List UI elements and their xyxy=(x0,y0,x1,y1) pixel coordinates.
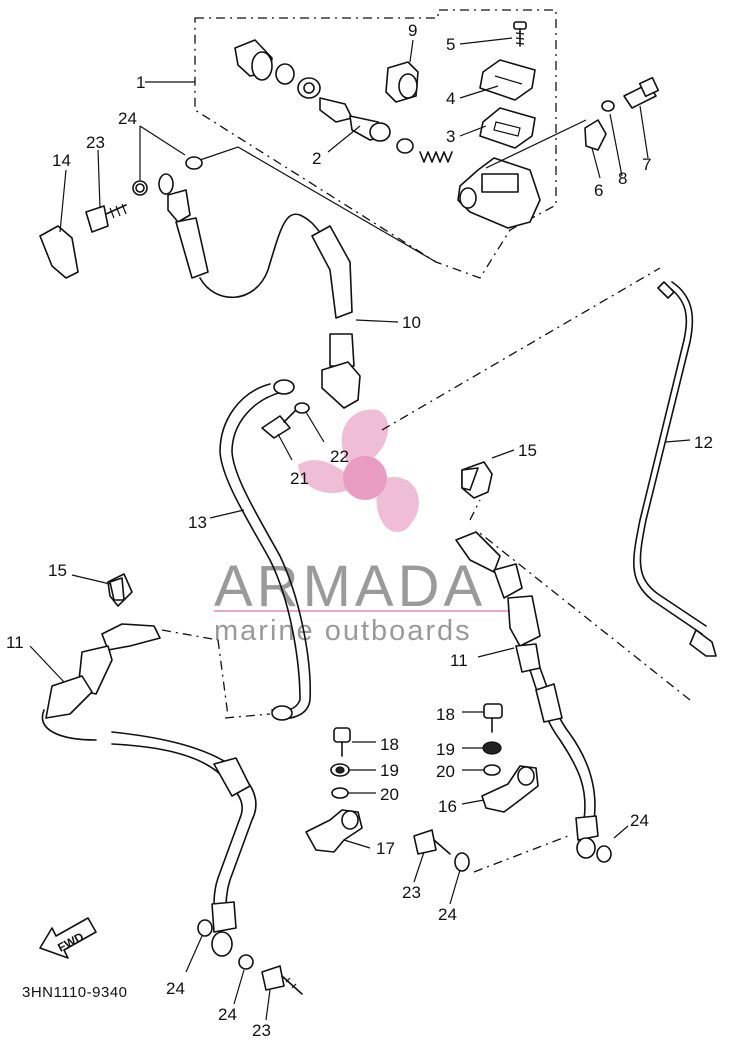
catalog-code: 3HN1110-9340 xyxy=(22,984,128,1001)
label-part-15-right: 15 xyxy=(518,441,537,460)
label-part-22: 22 xyxy=(330,447,349,466)
label-part-18-right: 18 xyxy=(436,705,455,724)
label-part-11-right: 11 xyxy=(450,651,468,670)
label-part-24-bottom: 24 xyxy=(218,1005,237,1024)
part-number-labels: 1 2 3 4 5 6 7 8 9 10 11 11 12 13 14 15 1… xyxy=(6,21,713,1040)
label-part-24-middle: 24 xyxy=(438,905,457,924)
label-part-23-top: 23 xyxy=(86,133,105,152)
label-part-19-right: 19 xyxy=(436,740,455,759)
label-part-8: 8 xyxy=(618,169,627,188)
lower-fasteners xyxy=(109,467,612,995)
master-cylinder-parts xyxy=(234,21,660,229)
label-part-19-left: 19 xyxy=(380,761,399,780)
master-cylinder-group-outline xyxy=(145,9,557,279)
label-part-6: 6 xyxy=(594,181,603,200)
brake-pipe-left xyxy=(161,379,312,721)
joint-bolt-21 xyxy=(261,402,325,461)
label-part-12: 12 xyxy=(694,433,713,452)
label-part-24-right: 24 xyxy=(630,811,649,830)
label-part-11-left: 11 xyxy=(6,633,24,652)
label-part-23-middle: 23 xyxy=(402,883,421,902)
label-part-17: 17 xyxy=(376,839,395,858)
label-part-4: 4 xyxy=(446,89,455,108)
label-part-23-bottom: 23 xyxy=(252,1021,271,1040)
label-part-18-left: 18 xyxy=(380,735,399,754)
label-part-20-right: 20 xyxy=(436,762,455,781)
label-part-15-left: 15 xyxy=(48,561,67,580)
upper-hose-assembly xyxy=(39,125,437,409)
leader-lines xyxy=(29,37,691,1021)
label-part-7: 7 xyxy=(642,155,651,174)
brake-pipe-right xyxy=(381,267,717,701)
label-part-24-bottom-left: 24 xyxy=(166,979,185,998)
label-part-24-top: 24 xyxy=(118,109,137,128)
label-part-3: 3 xyxy=(446,127,455,146)
label-part-13: 13 xyxy=(188,513,207,532)
forward-direction-arrow: FWD xyxy=(39,917,97,959)
left-lower-hose xyxy=(41,573,257,957)
watermark-tagline: marine outboards xyxy=(214,615,472,647)
label-part-1: 1 xyxy=(136,73,145,92)
label-part-20-left: 20 xyxy=(380,785,399,804)
label-part-10: 10 xyxy=(402,313,421,332)
label-part-5: 5 xyxy=(446,35,455,54)
label-part-21: 21 xyxy=(290,469,309,488)
right-lower-hose xyxy=(455,461,599,873)
label-part-16: 16 xyxy=(438,797,457,816)
label-part-9: 9 xyxy=(408,21,417,40)
label-part-2: 2 xyxy=(312,149,321,168)
watermark-brand: ARMADA xyxy=(214,554,486,619)
label-part-14: 14 xyxy=(52,151,71,170)
watermark-propeller-logo xyxy=(298,409,419,532)
